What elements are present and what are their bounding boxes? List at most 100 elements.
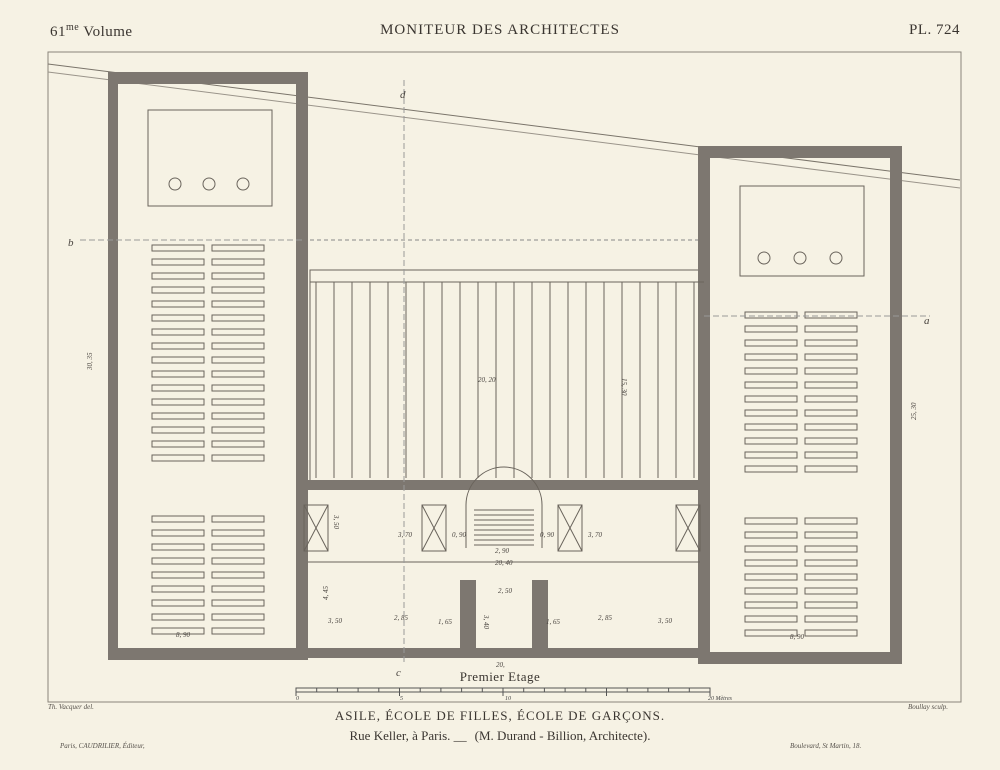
- pier-right-inner-16: [700, 516, 708, 526]
- closet-0: [303, 504, 329, 552]
- publisher: Paris, CAUDRILIER, Éditeur,: [60, 742, 145, 750]
- desk-left-b-10: [211, 384, 265, 392]
- desk-left-b-8: [211, 356, 265, 364]
- desk-left-b-4: [211, 300, 265, 308]
- pier-left-18: [109, 488, 117, 498]
- pier-left-11: [109, 341, 117, 351]
- desk-left-b-15: [211, 454, 265, 462]
- desk-left-b-0: [211, 244, 265, 252]
- pier-left-15: [109, 425, 117, 435]
- section-mark-b: b: [68, 237, 74, 249]
- desk-left-b-9: [211, 370, 265, 378]
- pier-right-3: [891, 243, 899, 253]
- dim-court-width: 20, 20: [478, 376, 496, 384]
- desk-left-a-9: [151, 370, 205, 378]
- pier-right-inner-2: [700, 222, 708, 232]
- desk-left-b-11: [211, 398, 265, 406]
- desk-left-a-5: [151, 314, 205, 322]
- wall-right-outer: [890, 150, 902, 662]
- pier-right-6: [891, 306, 899, 316]
- desk-right-b-5: [804, 381, 858, 389]
- pier-right-8: [891, 348, 899, 358]
- pier-right-inner-20: [700, 600, 708, 610]
- desk-right-a-1: [744, 325, 798, 333]
- seat-right-0: [757, 251, 771, 265]
- pier-left-inner-4: [298, 194, 306, 204]
- staircase: [465, 466, 543, 548]
- desk-left-a-4: [151, 300, 205, 308]
- street-line-inner: [47, 71, 961, 189]
- desk-left-a-7: [151, 342, 205, 350]
- pier-right-14: [891, 474, 899, 484]
- plate-title: ASILE, ÉCOLE DE FILLES, ÉCOLE DE GARÇONS…: [334, 708, 666, 723]
- pier-right-5: [891, 285, 899, 295]
- pier-left-inner-14: [298, 404, 306, 414]
- room-top-left: [147, 109, 273, 207]
- pier-right-inner-9: [700, 369, 708, 379]
- seat-left-1: [202, 177, 216, 191]
- desk-right-d-1: [804, 531, 858, 539]
- desk-left-a-2: [151, 272, 205, 280]
- closet-diag-b-3: [675, 504, 701, 552]
- closet-diag-b-0: [303, 504, 329, 552]
- pier-left-inner-2: [298, 152, 306, 162]
- dim-stair-a: 2, 90: [495, 547, 510, 555]
- pier-left-24: [109, 614, 117, 624]
- desk-right-c-8: [744, 629, 798, 637]
- pier-left-20: [109, 530, 117, 540]
- dim-stair-b: 0, 90: [452, 531, 467, 539]
- pier-right-4: [891, 264, 899, 274]
- desk-left-b-6: [211, 328, 265, 336]
- desk-left-a-0: [151, 244, 205, 252]
- desk-left-c-4: [151, 571, 205, 579]
- desk-right-b-7: [804, 409, 858, 417]
- desk-right-b-10: [804, 451, 858, 459]
- pier-left-21: [109, 551, 117, 561]
- desk-right-a-11: [744, 465, 798, 473]
- pier-left-inner-7: [298, 257, 306, 267]
- wall-right-inner: [698, 150, 710, 662]
- pier-left-23: [109, 593, 117, 603]
- closet-diag-b-1: [421, 504, 447, 552]
- pier-right-2: [891, 222, 899, 232]
- dim-d3: 1, 65: [438, 618, 453, 626]
- pier-right-inner-13: [700, 453, 708, 463]
- desk-right-b-9: [804, 437, 858, 445]
- dim-right-depth: 25, 30: [910, 402, 918, 420]
- pier-left-12: [109, 362, 117, 372]
- pier-left-inner-21: [298, 551, 306, 561]
- pier-left-inner-11: [298, 341, 306, 351]
- pier-left-14: [109, 404, 117, 414]
- wall-front: [296, 648, 710, 658]
- desk-right-a-3: [744, 353, 798, 361]
- plate-number: PL. 724: [908, 22, 960, 38]
- dim-room-b: 3, 70: [587, 531, 603, 539]
- architect: (M. Durand - Billion, Architecte).: [474, 728, 651, 743]
- plate-subtitle: Rue Keller, à Paris. __(M. Durand - Bill…: [0, 728, 1000, 744]
- desk-left-b-2: [211, 272, 265, 280]
- closet-3: [675, 504, 701, 552]
- journal-title: MONITEUR DES ARCHITECTES: [380, 22, 620, 38]
- dim-d7: 4, 45: [322, 586, 330, 601]
- desk-left-b-1: [211, 258, 265, 266]
- desk-right-b-11: [804, 465, 858, 473]
- pier-left-inner-13: [298, 383, 306, 393]
- pier-left-8: [109, 278, 117, 288]
- seat-left-2: [236, 177, 250, 191]
- covered-court: [309, 269, 705, 485]
- pier-right-9: [891, 369, 899, 379]
- dim-d9: 3, 50: [332, 514, 340, 530]
- pier-right: [532, 580, 548, 650]
- section-mark-a: a: [924, 315, 930, 327]
- pier-right-21: [891, 621, 899, 631]
- seat-left-0: [168, 177, 182, 191]
- dim-stair-c: 0, 90: [540, 531, 555, 539]
- desk-right-b-3: [804, 353, 858, 361]
- desk-right-c-5: [744, 587, 798, 595]
- desk-right-d-4: [804, 573, 858, 581]
- draftsman-credit: Th. Vacquer del.: [48, 703, 94, 711]
- desk-left-d-7: [211, 613, 265, 621]
- desk-left-d-1: [211, 529, 265, 537]
- pier-right-16: [891, 516, 899, 526]
- desk-left-c-0: [151, 515, 205, 523]
